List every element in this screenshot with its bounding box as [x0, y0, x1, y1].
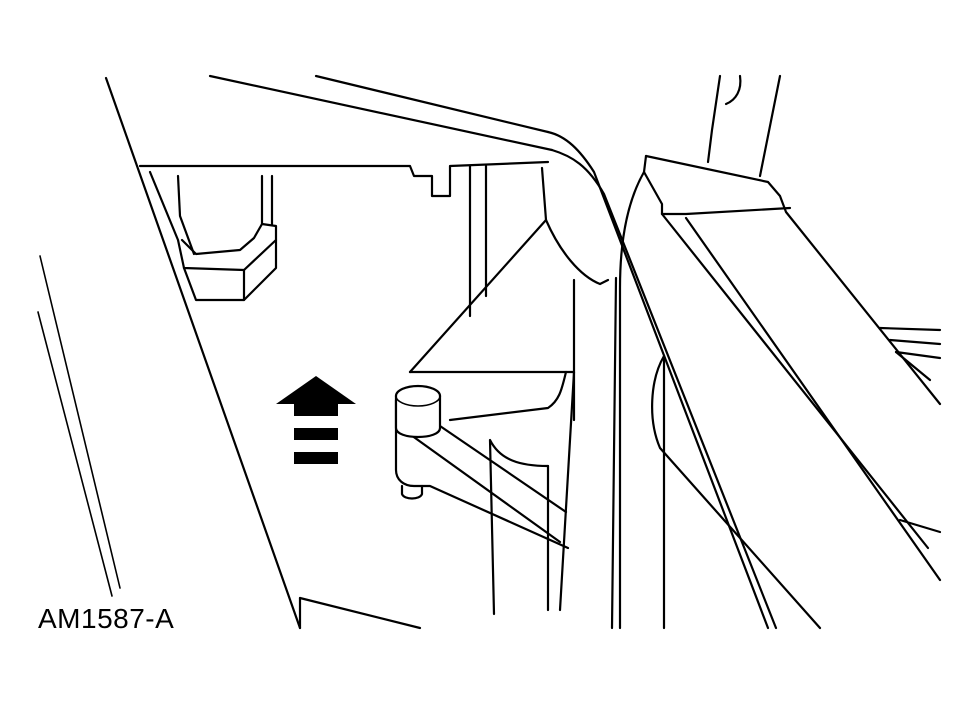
right-frame: [618, 74, 942, 630]
upper-shelf: [138, 74, 778, 630]
left-panel: [37, 76, 422, 630]
bracket-block: [148, 170, 278, 302]
up-arrow-icon: [276, 376, 356, 464]
figure-id-label: AM1587-A: [38, 603, 175, 634]
pin-and-wrench: [394, 384, 570, 550]
